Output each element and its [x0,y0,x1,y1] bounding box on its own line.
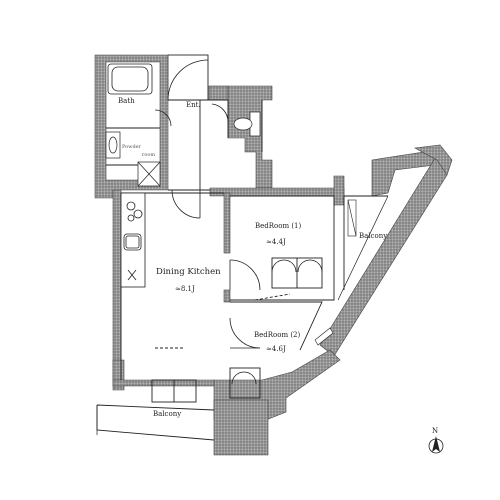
washbasin [105,131,121,159]
label-balcony-bottom: Balcony [153,410,181,418]
kitchen-counter [120,192,146,288]
compass-label: N [432,427,438,435]
bathtub [107,63,153,95]
label-bedroom2-size: ≈4.6J [266,345,286,353]
toilet [233,111,261,137]
label-powder-2: room [142,152,155,158]
label-balcony-right: Balcony [359,232,387,240]
label-entrance: Ent. [186,101,201,109]
label-bath: Bath [118,97,135,105]
compass-arrow-icon [432,436,440,452]
structural-walls [94,54,453,456]
label-bedroom1: BedRoom (1) [255,222,302,230]
aircon-units [314,199,357,346]
north-compass: N [428,427,444,454]
label-dining-kitchen: Dining Kitchen [156,267,221,277]
label-powder-1: Powder [122,144,142,150]
room-labels: Bath Ent. Powder room Dining Kitchen ≈8.… [118,97,387,418]
label-bedroom2: BedRoom (2) [254,331,301,339]
doors [154,54,323,385]
label-dining-kitchen-size: ≈8.1J [175,285,195,293]
balcony-edges [96,195,389,435]
label-bedroom1-size: ≈4.4J [266,238,286,246]
washing-machine [137,161,161,187]
